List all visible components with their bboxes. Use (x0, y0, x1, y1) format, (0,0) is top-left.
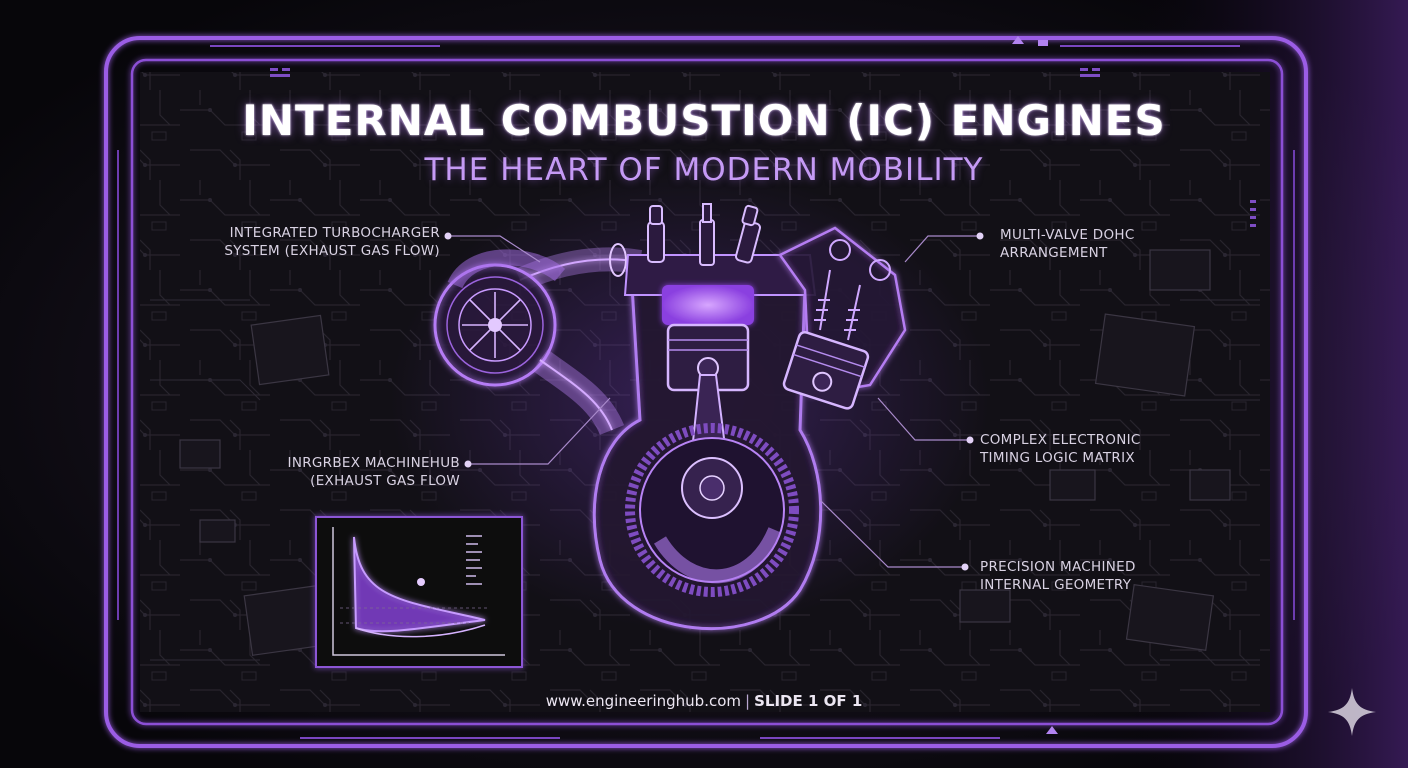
callout-geometry-line1: PRECISION MACHINED (980, 559, 1136, 575)
page-subtitle: THE HEART OF MODERN MOBILITY (424, 152, 984, 188)
callout-timing: COMPLEX ELECTRONIC TIMING LOGIC MATRIX (980, 431, 1141, 467)
footer: www.engineeringhub.com|SLIDE 1 OF 1 (0, 692, 1408, 710)
callout-valve: MULTI-VALVE DOHC ARRANGEMENT (1000, 226, 1135, 262)
callout-turbo-line1: INTEGRATED TURBOCHARGER (229, 225, 440, 241)
callout-valve-line2: ARRANGEMENT (1000, 245, 1108, 261)
callout-machinehub: INRGRBEX MACHINEHUB (EXHAUST GAS FLOW (288, 454, 460, 490)
callout-timing-line1: COMPLEX ELECTRONIC (980, 432, 1141, 448)
inner-frame (130, 58, 1284, 726)
callout-turbo: INTEGRATED TURBOCHARGER SYSTEM (EXHAUST … (224, 224, 440, 260)
callout-geometry-line2: INTERNAL GEOMETRY (980, 577, 1132, 593)
footer-separator: | (745, 692, 751, 710)
callout-geometry: PRECISION MACHINED INTERNAL GEOMETRY (980, 558, 1136, 594)
outer-frame (104, 36, 1308, 748)
callout-leaders (448, 235, 980, 568)
pv-diagram-inset (315, 516, 523, 668)
callout-turbo-line2: SYSTEM (EXHAUST GAS FLOW) (224, 243, 440, 259)
engine-illustration (390, 170, 990, 631)
page-title: INTERNAL COMBUSTION (IC) ENGINES (242, 96, 1166, 145)
circuit-chips (179, 249, 1231, 656)
callout-machinehub-line2: (EXHAUST GAS FLOW (310, 473, 460, 489)
callout-machinehub-line1: INRGRBEX MACHINEHUB (287, 455, 460, 471)
callout-timing-line2: TIMING LOGIC MATRIX (980, 450, 1135, 466)
sparkle-icon (1328, 688, 1376, 736)
footer-url[interactable]: www.engineeringhub.com (545, 692, 742, 710)
callout-valve-line1: MULTI-VALVE DOHC (1000, 227, 1135, 243)
footer-slide-counter: SLIDE 1 OF 1 (754, 692, 863, 710)
